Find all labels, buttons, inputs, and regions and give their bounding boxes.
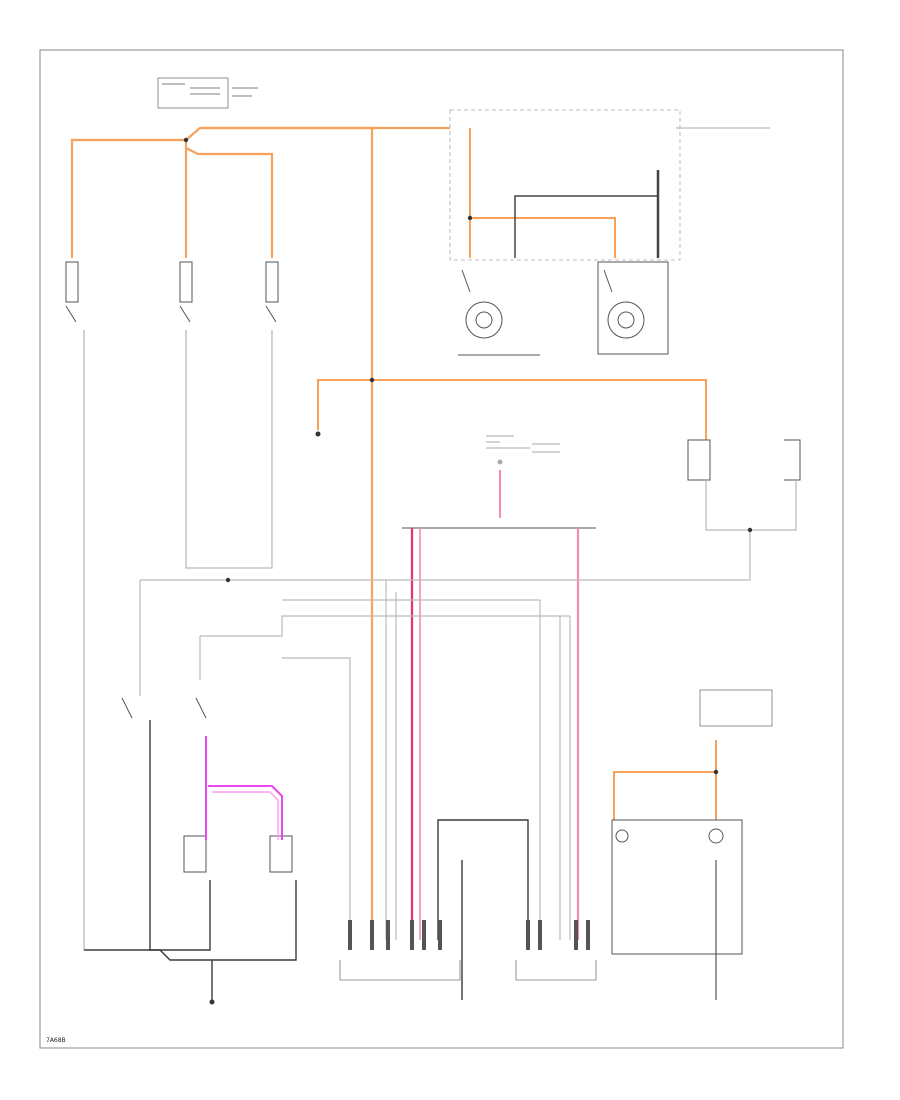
figure-id: 7A68B [46,1037,66,1044]
gray-signal-wires [139,530,751,940]
bottom-module-outlines [339,960,597,981]
splice-points [183,137,753,1005]
left-motor [458,269,540,356]
right-lower-section [611,689,773,1000]
left-drop-wires [83,330,273,950]
orange-wire-top [70,126,450,940]
ground-loop-wires [84,720,529,1002]
top-left-switches [65,261,279,323]
middle-fuse-box [486,435,560,465]
bottom-connectors [348,920,590,950]
right-motor [597,261,669,355]
splice-bus-bar [402,527,596,940]
magenta-wires [205,736,283,840]
top-right-control-section [449,109,770,261]
middle-orange-bus [317,379,707,440]
diagram-frame [39,49,844,1049]
right-middle-relay [687,439,801,531]
hot-at-all-times-fuse-box [157,77,258,109]
